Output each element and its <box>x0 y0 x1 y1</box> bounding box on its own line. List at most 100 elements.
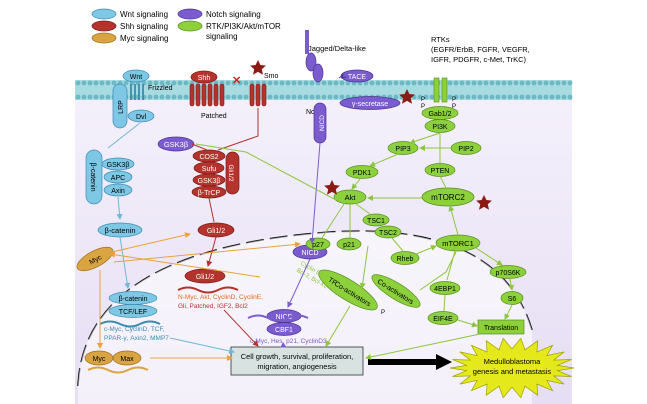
eif4e-label: EIF4E <box>433 316 453 323</box>
lipid-head <box>519 80 525 86</box>
lipid-head <box>543 80 549 86</box>
mtorc2-label: mTORC2 <box>431 193 465 202</box>
gsk3b-wnt-label: GSK3β <box>107 162 130 169</box>
gli-side-label: Gli1/2 <box>227 165 234 182</box>
rtk-receptor: RTKs (EGFR/ErbB, FGFR, VEGFR, IGFR, PDGF… <box>421 35 530 110</box>
lipid-head <box>183 80 189 86</box>
myc-dna-helix <box>87 366 149 374</box>
shh-targets-line2: Gli, Patched, IGF2, Bcl2 <box>178 303 248 310</box>
lipid-head <box>447 94 453 100</box>
lipid-head <box>387 80 393 86</box>
medulloblastoma-starburst <box>449 337 575 399</box>
tsc1-label: TSC1 <box>367 218 385 225</box>
myc-cyto-node <box>76 246 114 272</box>
dvl-label: Dvl <box>136 114 147 121</box>
lipid-head <box>99 80 105 86</box>
eif4e-node <box>427 311 459 325</box>
lipid-head <box>465 80 471 86</box>
lipid-head <box>537 80 543 86</box>
cbf1-node <box>266 322 302 336</box>
rheb-label: Rheb <box>397 256 414 263</box>
edge-smo-cos2 <box>217 108 259 151</box>
lipid-head <box>123 80 129 86</box>
cell-outcome-line1: Cell growth, survival, proliferation, <box>241 352 354 361</box>
phospho-nuc-label: P <box>381 310 385 316</box>
lipid-head <box>381 80 387 86</box>
edge-dvl-destruction <box>107 122 141 149</box>
pip3-label: PIP3 <box>395 146 410 153</box>
phospho-p1: P <box>421 97 425 103</box>
lipid-head <box>99 94 105 100</box>
cos2-label: COS2 <box>199 154 218 161</box>
edge-gsk3b-cos2 <box>191 143 208 151</box>
lipid-head <box>231 80 237 86</box>
outcome-arrow-head <box>436 354 452 370</box>
edge-wnt-outcome <box>169 337 235 354</box>
lipid-head <box>147 80 153 86</box>
myc-nuc-label: Myc <box>93 356 106 363</box>
edge-4ebp1-eif4e <box>443 294 446 312</box>
gsk3b-top-node <box>157 136 195 152</box>
gab12-label: Gab1/2 <box>429 111 452 118</box>
wnt-destruction-complex: β-catenin GSK3β APC Axin <box>85 149 135 205</box>
lrp-node <box>112 83 128 129</box>
lipid-head <box>549 80 555 86</box>
edge-targets-myc <box>109 251 261 278</box>
edge-mtorc1-p70s6k <box>475 247 503 266</box>
lipid-head <box>231 94 237 100</box>
lipid-head <box>471 94 477 100</box>
lipid-head <box>393 94 399 100</box>
edge-myc-gli <box>111 232 191 253</box>
apc-node <box>103 170 133 184</box>
lipid-head <box>507 80 513 86</box>
rtks-line1: (EGFR/ErbB, FGFR, VEGFR, <box>431 45 530 54</box>
btrcp-label: β-TrCP <box>198 190 221 197</box>
lipid-head <box>309 94 315 100</box>
lipid-head <box>309 80 315 86</box>
edge-s6-translation <box>504 304 513 320</box>
gsk3b-top-label: GSK3β <box>164 140 189 149</box>
edge-complex-gli <box>208 197 215 223</box>
notch-dna-helix <box>247 314 309 322</box>
legend-rtk-line1: RTK/PI3K/Akt/mTOR <box>206 22 281 31</box>
lipid-head <box>267 94 273 100</box>
edge-pdk1-akt <box>351 178 361 190</box>
edge-complex-bcatenin <box>116 196 123 220</box>
pip3-node <box>387 141 419 155</box>
legend-rtk-line2: signaling <box>206 32 238 41</box>
gamma-secretase-label: γ-secretase <box>352 101 388 108</box>
legend-wnt: Wnt signaling <box>120 10 168 19</box>
pip2-label: PIP2 <box>458 146 473 153</box>
pathway-edges <box>97 108 515 361</box>
gsk3b-shh-label: GSK3β <box>198 178 221 185</box>
lipid-head <box>177 80 183 86</box>
lipid-head <box>417 80 423 86</box>
edge-notch-outcome <box>280 342 287 348</box>
lipid-head <box>513 80 519 86</box>
gli-nuc-label: Gli1/2 <box>196 274 214 281</box>
bcatenin-complex-label: β-catenin <box>89 163 96 192</box>
jagged-stalk <box>305 30 309 54</box>
myc-cyto: Myc <box>76 246 114 272</box>
lipid-head <box>237 80 243 86</box>
legend-swatch-shh <box>91 20 117 32</box>
lipid-head <box>333 94 339 100</box>
max-node <box>112 350 142 366</box>
legend: Wnt signaling Shh signaling Myc signalin… <box>91 8 281 44</box>
lipid-head <box>153 80 159 86</box>
inhibition-cross-icon: ✕ <box>232 75 241 87</box>
pi3k-label: PI3K <box>432 124 448 131</box>
lipid-head <box>429 80 435 86</box>
lipid-head <box>327 94 333 100</box>
shh-targets-line1: N-Myc, Akt, CyclinD, CyclinE, <box>178 294 263 301</box>
lipid-head <box>321 80 327 86</box>
lipid-head <box>273 80 279 86</box>
p27-label: p27 <box>312 242 324 249</box>
lipid-head <box>315 94 321 100</box>
cbf1-label: CBF1 <box>275 327 293 334</box>
p70s6k-node <box>489 265 527 279</box>
wnt-targets-line1: c-Myc, CyclinD, TCF, <box>104 326 165 333</box>
legend-swatch-rtk <box>177 20 203 32</box>
lipid-head <box>297 94 303 100</box>
